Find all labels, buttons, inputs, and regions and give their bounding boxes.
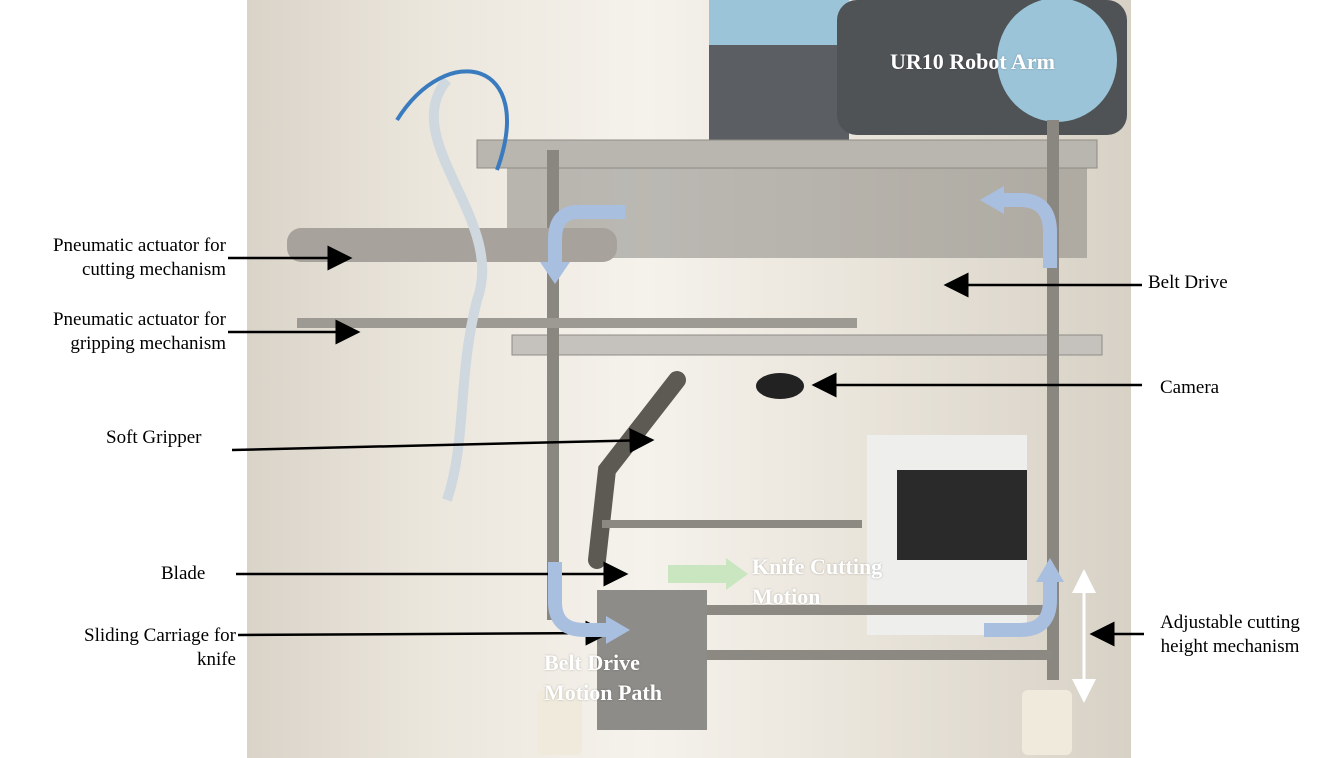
- label-belt-drive-motion-path: Belt Drive Motion Path: [544, 650, 662, 705]
- belt-arrow-top-right: [1000, 193, 1057, 268]
- belt-arrow-bottom-left-head: [606, 616, 630, 644]
- label-knife-cutting-motion: Knife Cutting Motion: [752, 554, 883, 609]
- belt-arrow-bottom-left: [548, 562, 608, 637]
- blue-tube: [395, 69, 509, 171]
- middle-plate: [511, 334, 1103, 356]
- cutting-cylinder: [287, 228, 617, 262]
- robot-arm-cap: [709, 0, 849, 45]
- lower-rail-2: [602, 650, 1052, 660]
- belt-arrow-top-left: [548, 205, 625, 270]
- sliding-carriage: [597, 590, 707, 730]
- belt-arrow-bottom-right-head: [1036, 558, 1064, 582]
- label-pneumatic-cutting: Pneumatic actuator for cutting mechanism: [52, 235, 226, 280]
- label-robot-arm: UR10 Robot Arm: [890, 49, 1055, 74]
- rig-photo: [247, 0, 1131, 758]
- belt-arrow-top-left-head: [540, 262, 570, 284]
- label-blade: Blade: [161, 563, 206, 584]
- label-adjustable-height: Adjustable cutting height mechanism: [1160, 612, 1300, 657]
- label-camera: Camera: [1160, 377, 1220, 398]
- motor: [897, 470, 1027, 560]
- label-soft-gripper: Soft Gripper: [106, 427, 202, 448]
- leader-sliding-carriage: [237, 620, 611, 646]
- robot-arm-joint: [997, 0, 1117, 122]
- label-belt-drive: Belt Drive: [1148, 272, 1228, 293]
- label-pneumatic-gripping: Pneumatic actuator for gripping mechanis…: [52, 309, 226, 354]
- air-tube: [428, 76, 488, 502]
- knife-arrow-head: [726, 558, 748, 590]
- leader-soft-gripper: [231, 428, 655, 454]
- soft-gripper-arm: [588, 371, 686, 569]
- belt-arrow-bottom-right: [984, 580, 1057, 637]
- belt-arrow-top-right-head: [980, 186, 1004, 214]
- upper-rail: [602, 520, 862, 528]
- label-sliding-carriage: Sliding Carriage for knife: [84, 625, 236, 670]
- foot-right: [1022, 690, 1072, 755]
- foot-left: [537, 690, 582, 755]
- camera-body: [756, 373, 804, 399]
- rig-illustration: [287, 0, 1127, 755]
- gripping-rod: [297, 318, 857, 328]
- knife-arrow-shaft: [668, 565, 728, 583]
- lower-rail-1: [602, 605, 1052, 615]
